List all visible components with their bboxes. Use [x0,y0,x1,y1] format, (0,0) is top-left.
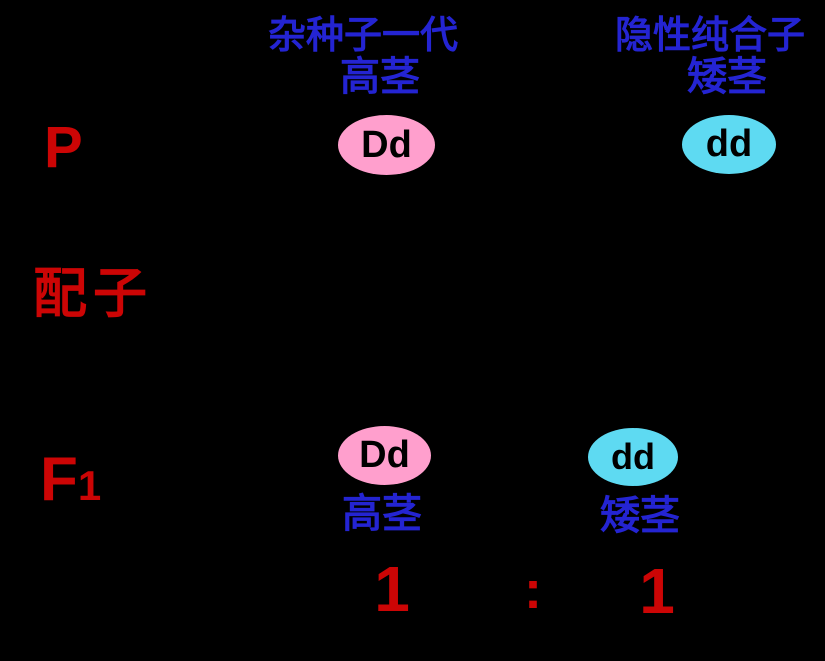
f1-left-genotype-text: Dd [359,434,410,476]
f1-left-phenotype-label: 高茎 [342,490,422,537]
f1-right-genotype-text: dd [611,436,655,477]
ratio-value-right: 1 [639,555,675,627]
p-generation-label: P [44,115,83,180]
gametes-label: 配子 [33,261,153,325]
parent-right-type-label: 隐性纯合子 [614,12,806,57]
parent-right-genotype-ellipse: dd [682,115,776,174]
parent-left-genotype-text: Dd [361,123,412,166]
f1-left-genotype-ellipse: Dd [338,426,431,485]
ratio-colon: : [524,560,542,620]
f1-right-phenotype-label: 矮茎 [600,492,680,539]
f1-label-subscript: 1 [77,462,102,509]
parent-right-genotype-text: dd [705,123,753,165]
parent-left-type-label: 杂种子一代 [267,12,459,57]
f1-generation-label: F1 [40,449,101,511]
f1-right-genotype-ellipse: dd [588,428,678,486]
ratio-value-left: 1 [374,553,410,625]
parent-left-phenotype-label: 高茎 [340,53,420,100]
parent-left-genotype-ellipse: Dd [338,115,435,175]
parent-right-phenotype-label: 矮茎 [687,53,767,100]
f1-label-letter: F [40,445,78,514]
